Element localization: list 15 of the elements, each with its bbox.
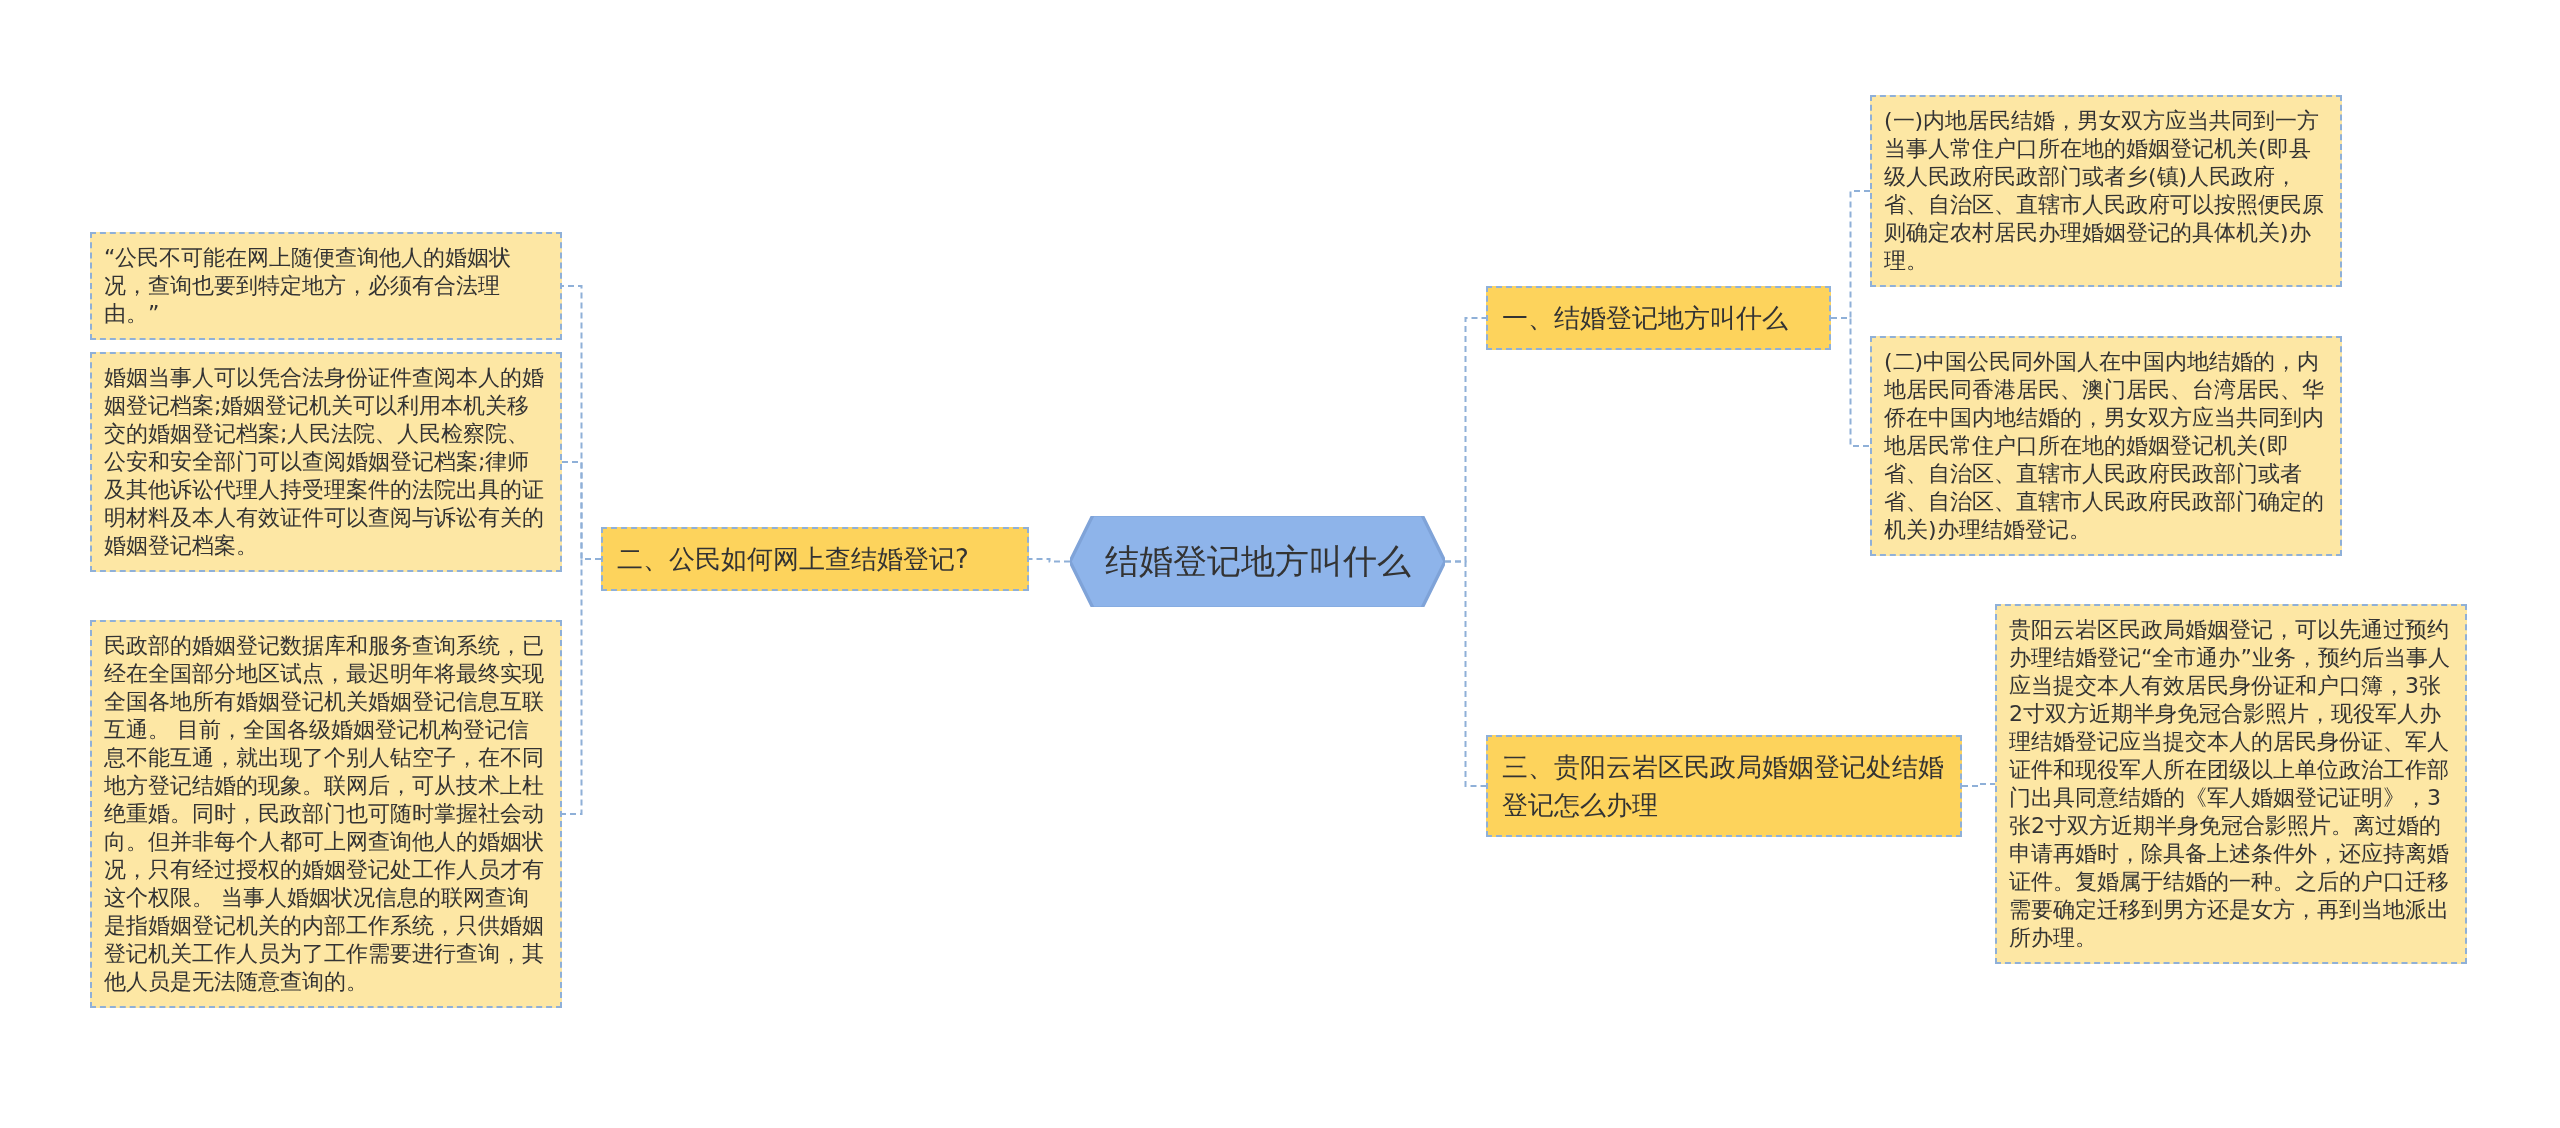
detail-card: “公民不可能在网上随便查询他人的婚姻状况，查询也要到特定地方，必须有合法理由。” (90, 232, 562, 340)
connector-line (1830, 317, 1871, 447)
branch-topic: 三、贵阳云岩区民政局婚姻登记处结婚登记怎么办理 (1486, 735, 1962, 837)
detail-card: 婚姻当事人可以凭合法身份证件查阅本人的婚姻登记档案;婚姻登记机关可以利用本机关移交的婚姻登记档案;人民法院、人民检察院、公安和安全部门可以查阅婚姻登记档案;律师及其他诉讼代理人持受理案件的法院出具的证明材料及本人有效证件可以查阅与诉讼有关的婚姻登记档案。 (90, 352, 562, 572)
branch-topic: 一、结婚登记地方叫什么 (1486, 286, 1831, 350)
branch-topic: 二、公民如何网上查结婚登记? (601, 527, 1029, 591)
detail-card: (一)内地居民结婚，男女双方应当共同到一方当事人常住户口所在地的婚姻登记机关(即县级人民政府民政部门或者乡(镇)人民政府，省、自治区、直辖市人民政府可以按照便民原则确定农村居民办理婚姻登记的具体机关)办理。 (1870, 95, 2342, 287)
connector-line (1028, 558, 1071, 563)
detail-card: 民政部的婚姻登记数据库和服务查询系统，已经在全国部分地区试点，最迟明年将最终实现全国各地所有婚姻登记机关婚姻登记信息互联互通。 目前，全国各级婚姻登记机构登记信息不能互通，就出现了个别人钻空子，在不同地方登记结婚的现象。联网后，可从技术上杜绝重婚。同时，民政部门也可随时掌握社会动向。但并非每个人都可上网查询他人的婚姻状况，只有经过授权的婚姻登记处工作人员才有这个权限。 当事人婚姻状况信息的联网查询是指婚姻登记机关的内部工作系统，只供婚姻登记机关工作人员为了工作需要进行查询，其他人员是无法随意查询的。 (90, 620, 562, 1008)
detail-card: 贵阳云岩区民政局婚姻登记，可以先通过预约办理结婚登记“全市通办”业务，预约后当事人应当提交本人有效居民身份证和户口簿，3张2寸双方近期半身免冠合影照片，现役军人办理结婚登记应当提交本人的居民身份证、军人证件和现役军人所在团级以上单位政治工作部门出具同意结婚的《军人婚姻登记证明》，3张2寸双方近期半身免冠合影照片。离过婚的申请再婚时，除具备上述条件外，还应持离婚证件。复婚属于结婚的一种。之后的户口迁移需要确定迁移到男方还是女方，再到当地派出所办理。 (1995, 604, 2467, 964)
connector-line (1961, 783, 1996, 787)
detail-card: (二)中国公民同外国人在中国内地结婚的，内地居民同香港居民、澳门居民、台湾居民、华侨在中国内地结婚的，男女双方应当共同到内地居民常住户口所在地的婚姻登记机关(即省、自治区、直辖市人民政府民政部门或者省、自治区、直辖市人民政府民政部门确定的机关)办理结婚登记。 (1870, 336, 2342, 556)
connector-line (561, 558, 602, 815)
connector-line (1444, 560, 1487, 787)
central-topic: 结婚登记地方叫什么 (1070, 516, 1445, 607)
